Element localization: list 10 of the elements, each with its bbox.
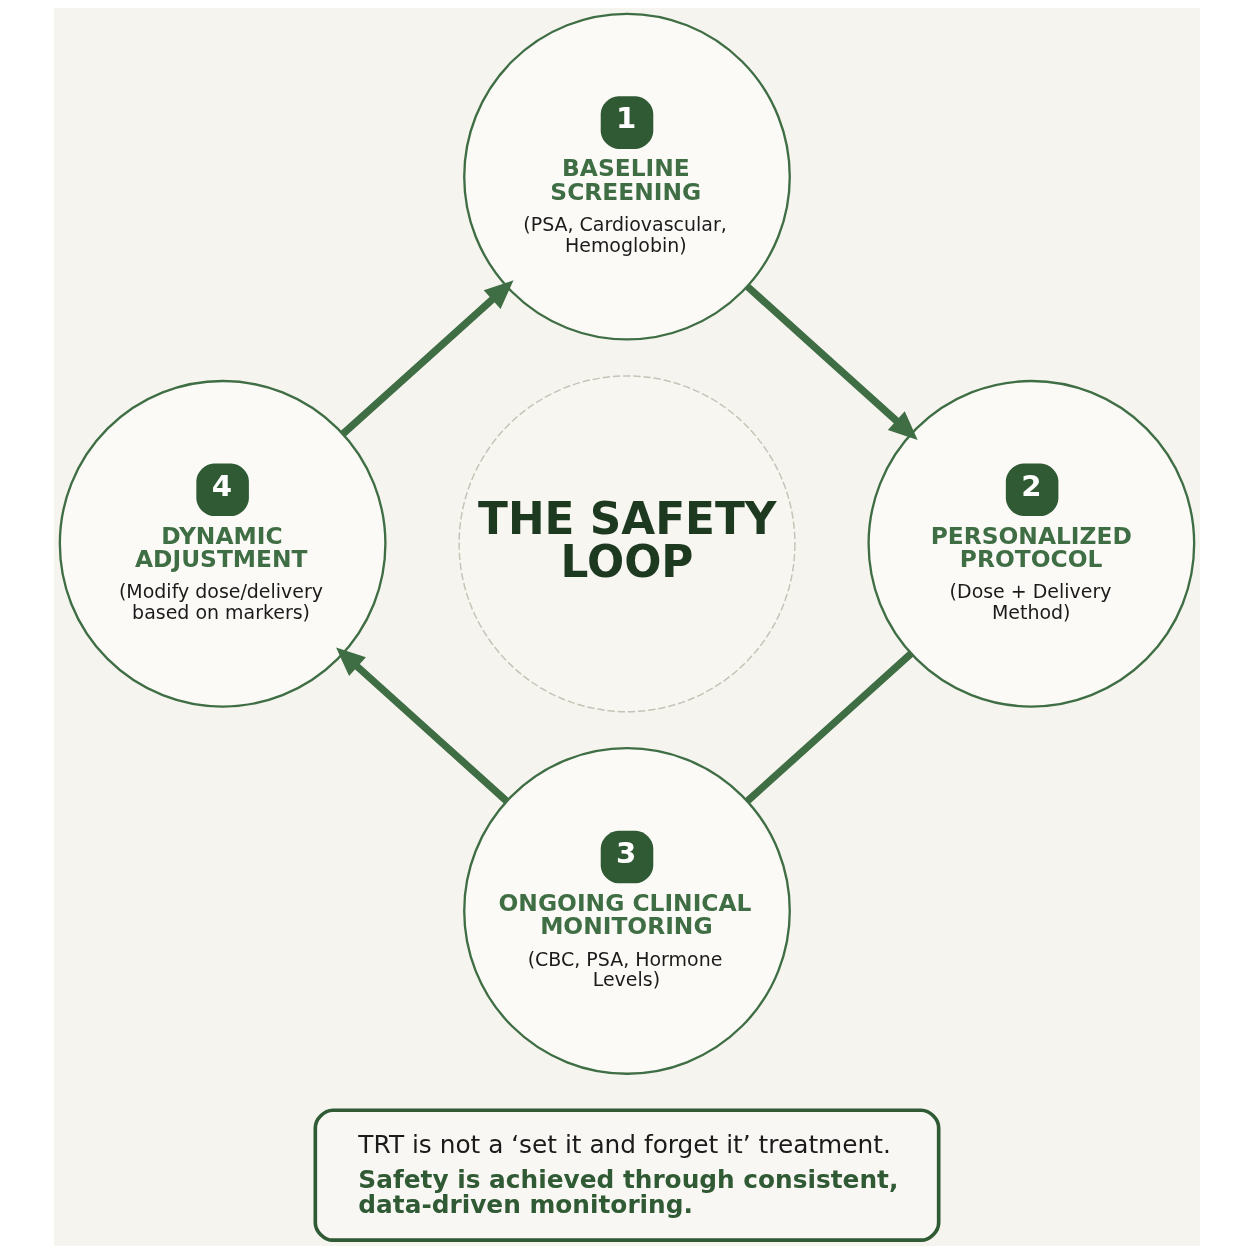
connector: [745, 650, 914, 804]
node-box: TRT is not a ‘set it and forget it’ treatment. Safety is achieved through consistent, data-driven monitoring.: [313, 1108, 941, 1242]
arrow: [336, 647, 509, 804]
arrow: [340, 280, 514, 437]
node-circle: 1 BASELINE SCREENING (PSA, Cardiovascular, Hemoglobin): [463, 12, 791, 341]
arrow: [744, 283, 918, 440]
node-circle: 3 ONGOING CLINICAL MONITORING (CBC, PSA, Hormone Levels): [463, 747, 791, 1075]
node-circle: THE SAFETY LOOP: [458, 375, 796, 713]
node-circle: 4 DYNAMIC ADJUSTMENT (Modify dose/delivery based on markers): [58, 379, 387, 708]
node-circle: 2 PERSONALIZED PROTOCOL (Dose + Delivery Method): [867, 379, 1196, 708]
